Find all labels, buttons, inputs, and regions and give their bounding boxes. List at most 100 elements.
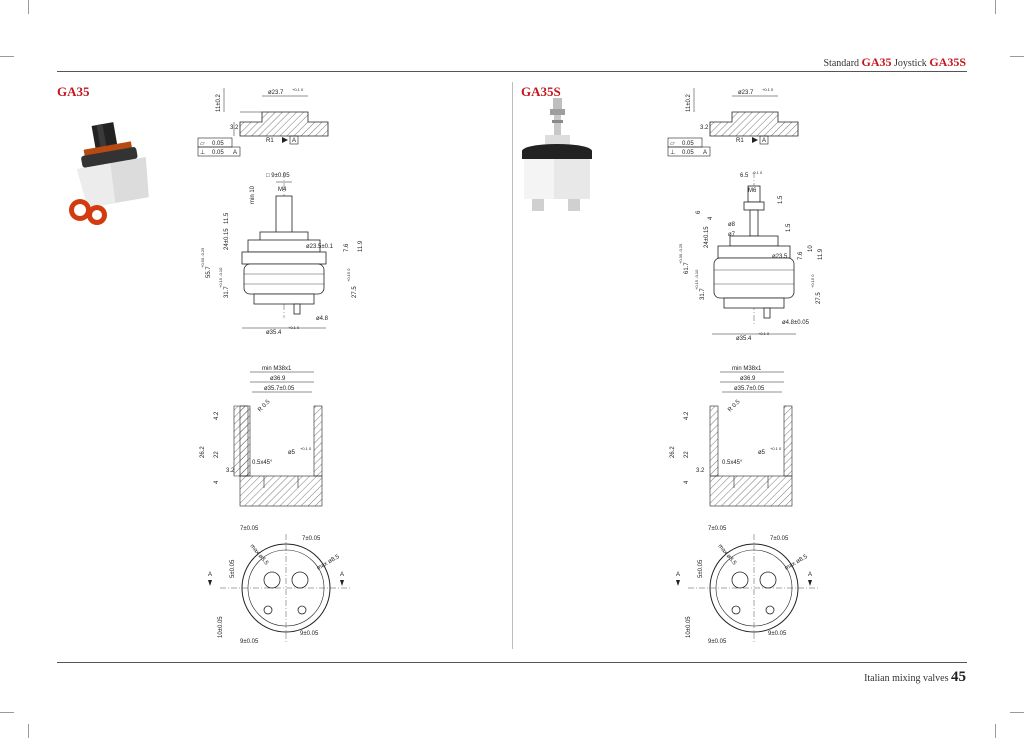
section-d5-tol: +0.1 0 bbox=[770, 446, 782, 451]
side-27-tol: +0.15 0 bbox=[810, 274, 815, 288]
side-31-label: 31.7 bbox=[700, 288, 706, 300]
seat-height-label: 11±0.2 bbox=[686, 93, 692, 112]
side-10-label: 10 bbox=[808, 245, 814, 252]
top-sec-b-label: A bbox=[808, 572, 812, 578]
ga35-seat-detail: ø23.7 +0.1 0 11±0.2 3.2 R1 A ▱ 0.05 ⊥ 0.… bbox=[197, 87, 329, 157]
side-11-5-label: 11.5 bbox=[224, 212, 230, 224]
side-7-6-label: 7.6 bbox=[798, 251, 804, 260]
side-35-4-label: ø35.4 bbox=[266, 330, 282, 336]
side-27-5-label: 27.5 bbox=[352, 286, 358, 298]
side-d7-label: ø7 bbox=[728, 232, 736, 238]
section-26-2-label: 26.2 bbox=[670, 446, 676, 458]
side-min10-label: min 10 bbox=[250, 185, 256, 204]
side-11-9-label: 11.9 bbox=[818, 248, 824, 260]
ga35-photo bbox=[69, 122, 149, 225]
seat-flat-sym: ▱ bbox=[200, 141, 205, 147]
seat-dia-label: ø23.7 bbox=[268, 90, 284, 96]
top-9b-label: 9±0.05 bbox=[300, 631, 319, 637]
side-23-5-label: ø23.5 bbox=[772, 254, 788, 260]
section-35-7-label: ø35.7±0.05 bbox=[734, 386, 765, 392]
side-24-label: 24±0.15 bbox=[224, 228, 230, 250]
side-1-5a-label: 1.5 bbox=[778, 195, 784, 204]
section-36-9-label: ø36.9 bbox=[270, 376, 286, 382]
header-joystick-model: GA35S bbox=[929, 55, 966, 69]
section-22-label: 22 bbox=[214, 451, 220, 458]
seat-perp-ref: A bbox=[233, 150, 237, 156]
crop-mark bbox=[28, 724, 29, 738]
side-23-5-label: ø23.5±0.1 bbox=[306, 244, 334, 250]
seat-flat-label: 0.05 bbox=[212, 141, 224, 147]
header-joystick-label: Joystick bbox=[894, 58, 927, 69]
ga35-seat-section: min M38x1 ø36.9 ø35.7±0.05 R 0.5 4.2 26.… bbox=[200, 366, 323, 507]
side-27-5-label: 27.5 bbox=[816, 292, 822, 304]
ga35-side-view: □ 9±0.05 M4 min 10 11.5 24±0.15 55.7 +0.… bbox=[200, 172, 364, 336]
seat-dia-tol: +0.1 0 bbox=[292, 87, 304, 92]
side-6-label: 6 bbox=[696, 210, 702, 214]
top-sec-b-label: A bbox=[340, 572, 344, 578]
seat-r-label: R1 bbox=[266, 138, 274, 144]
seat-perp-label: 0.05 bbox=[212, 150, 224, 156]
seat-step-label: 3.2 bbox=[700, 125, 709, 131]
side-square-label: □ 9±0.05 bbox=[266, 173, 290, 179]
ga35s-top-view: 7±0.05 7±0.05 max ø8.5 max ø8.5 5±0.05 1… bbox=[676, 526, 820, 645]
side-61-label: 61.7 bbox=[684, 262, 690, 274]
side-27-tol: +0.15 0 bbox=[346, 268, 351, 282]
section-r05-label: R 0.5 bbox=[257, 399, 272, 414]
side-6-5-tol: -0.1 0 bbox=[752, 170, 763, 175]
section-chamfer-label: 0.5x45° bbox=[722, 460, 743, 466]
side-7-6-label: 7.6 bbox=[344, 243, 350, 252]
section-35-7-label: ø35.7±0.05 bbox=[264, 386, 295, 392]
side-55-label: 55.7 bbox=[206, 266, 212, 278]
section-d5-label: ø5 bbox=[758, 450, 766, 456]
crop-mark bbox=[28, 0, 29, 14]
seat-flat-sym: ▱ bbox=[670, 141, 675, 147]
top-5-label: 5±0.05 bbox=[698, 559, 704, 578]
section-3-2-label: 3.2 bbox=[696, 468, 705, 474]
seat-step-label: 3.2 bbox=[230, 125, 239, 131]
top-7b-label: 7±0.05 bbox=[302, 536, 321, 542]
section-4-2-label: 4.2 bbox=[684, 411, 690, 420]
section-m38-label: min M38x1 bbox=[732, 366, 762, 372]
model-title-left: GA35 bbox=[57, 84, 90, 99]
top-10-label: 10±0.05 bbox=[686, 616, 692, 638]
section-chamfer-label: 0.5x45° bbox=[252, 460, 273, 466]
footer-rule bbox=[57, 662, 967, 663]
seat-perp-label: 0.05 bbox=[682, 150, 694, 156]
section-3-2-label: 3.2 bbox=[226, 468, 235, 474]
seat-ref-label: A bbox=[292, 138, 296, 144]
section-d5-label: ø5 bbox=[288, 450, 296, 456]
side-1-5b-label: 1.5 bbox=[786, 223, 792, 232]
ga35s-seat-section: min M38x1 ø36.9 ø35.7±0.05 R 0.5 4.2 26.… bbox=[670, 366, 793, 507]
footer-text: Italian mixing valves bbox=[864, 673, 949, 684]
ga35s-side-view: 6.5 -0.1 0 M6 6 4 1.5 1.5 ø8 ø7 24±0.15 … bbox=[678, 170, 824, 342]
crop-mark bbox=[1010, 712, 1024, 713]
model-title-right: GA35S bbox=[521, 84, 561, 99]
side-35-4-label: ø35.4 bbox=[736, 336, 752, 342]
top-7a-label: 7±0.05 bbox=[708, 526, 727, 532]
page-footer: Italian mixing valves 45 bbox=[864, 669, 966, 686]
section-26-2-label: 26.2 bbox=[200, 446, 206, 458]
side-d8-label: ø8 bbox=[728, 222, 736, 228]
ga35s-seat-detail: ø23.7 +0.1 0 11±0.2 3.2 R1 A ▱ 0.05 ⊥ 0.… bbox=[667, 87, 799, 157]
top-sec-a-label: A bbox=[676, 572, 680, 578]
seat-dia-tol: +0.1 0 bbox=[762, 87, 774, 92]
side-31-label: 31.7 bbox=[224, 286, 230, 298]
seat-r-label: R1 bbox=[736, 138, 744, 144]
top-7b-label: 7±0.05 bbox=[770, 536, 789, 542]
side-31-tol: +0.15 -0.10 bbox=[694, 269, 699, 290]
section-36-9-label: ø36.9 bbox=[740, 376, 756, 382]
side-6-5-label: 6.5 bbox=[740, 173, 749, 179]
seat-dia-label: ø23.7 bbox=[738, 90, 754, 96]
side-4-label: 4 bbox=[708, 216, 714, 220]
side-35-tol: +0.1 0 bbox=[288, 325, 300, 330]
section-4-label: 4 bbox=[214, 480, 220, 484]
seat-ref-label: A bbox=[762, 138, 766, 144]
seat-perp-sym: ⊥ bbox=[670, 149, 675, 156]
crop-mark bbox=[995, 0, 996, 14]
crop-mark bbox=[995, 724, 996, 738]
crop-mark bbox=[0, 712, 14, 713]
seat-perp-sym: ⊥ bbox=[200, 149, 205, 156]
seat-flat-label: 0.05 bbox=[682, 141, 694, 147]
section-m38-label: min M38x1 bbox=[262, 366, 292, 372]
section-r05-label: R 0.5 bbox=[727, 399, 742, 414]
